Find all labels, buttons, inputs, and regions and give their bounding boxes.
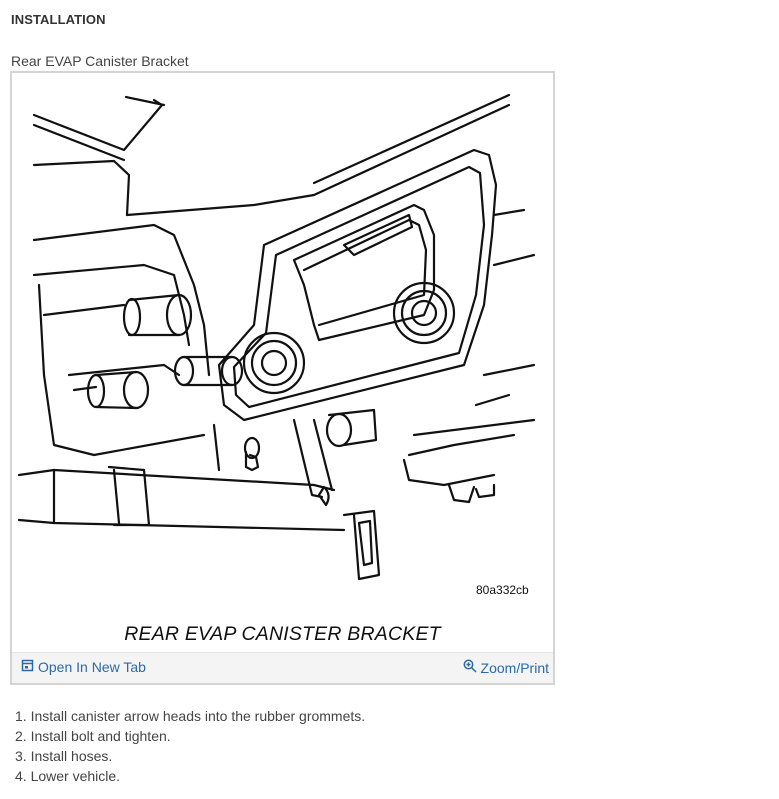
figure-caption: REAR EVAP CANISTER BRACKET: [124, 623, 441, 645]
zoom-print-button[interactable]: Zoom/Print: [463, 659, 549, 676]
zoom-print-label: Zoom/Print: [480, 659, 549, 676]
figure-code: 80a332cb: [476, 583, 529, 597]
figure-toolbar: Open In New Tab Zoom/Print: [12, 652, 553, 683]
open-in-new-tab-button[interactable]: Open In New Tab: [21, 659, 146, 675]
step-item: 4. Lower vehicle.: [15, 768, 121, 784]
zoom-icon: [463, 659, 477, 676]
figure-title: Rear EVAP Canister Bracket: [11, 53, 189, 69]
open-in-new-tab-label: Open In New Tab: [38, 659, 146, 675]
step-item: 3. Install hoses.: [15, 748, 113, 764]
bracket-line-drawing[interactable]: 80a332cb REAR EVAP CANISTER BRACKET: [14, 75, 551, 655]
bracket-illustration: [17, 93, 536, 581]
step-item: 2. Install bolt and tighten.: [15, 728, 171, 744]
step-item: 1. Install canister arrow heads into the…: [15, 708, 366, 724]
open-new-tab-icon: [21, 659, 34, 675]
figure-container: 80a332cb REAR EVAP CANISTER BRACKET Open…: [10, 71, 555, 685]
installation-steps: 1. Install canister arrow heads into the…: [15, 706, 365, 786]
section-heading: INSTALLATION: [11, 12, 106, 27]
